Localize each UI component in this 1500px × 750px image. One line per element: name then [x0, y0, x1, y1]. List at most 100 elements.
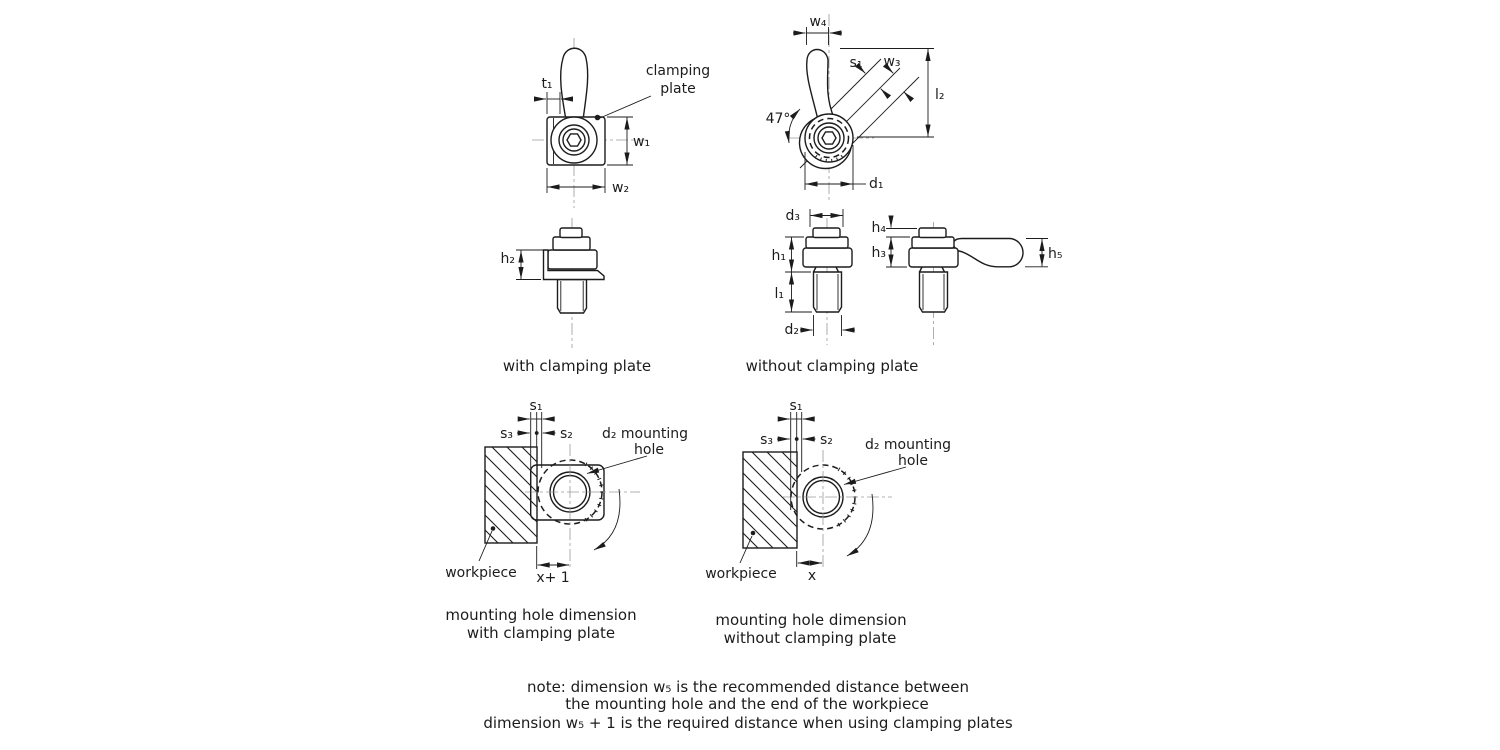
caption-hole-with-plate-line2: with clamping plate — [467, 624, 615, 642]
dim-l1: l₁ — [774, 272, 812, 313]
dim-s3-s2: s₃ s₂ — [500, 426, 573, 442]
workpiece-outline — [484, 446, 538, 544]
caption-hole-with-plate-line1: mounting hole dimension — [445, 606, 636, 624]
dim-w1: w₁ — [607, 116, 650, 166]
side-view-without-plate-stud: d₃ h₁ l₁ d₂ — [772, 208, 855, 345]
neck — [812, 266, 840, 273]
dim-label-l1: l₁ — [774, 286, 784, 302]
dim-h5: h₅ — [1025, 238, 1063, 268]
dim-label-w1: w₁ — [633, 134, 650, 150]
callout-dot — [750, 530, 756, 536]
workpiece-label: workpiece — [705, 566, 777, 582]
dim-label-w2: w₂ — [612, 180, 629, 196]
dim-h2: h₂ — [501, 249, 546, 280]
note-line1: note: dimension w₅ is the recommended di… — [527, 678, 969, 696]
dim-t1: t₁ — [534, 76, 573, 114]
dim-d2: d₂ — [785, 315, 855, 338]
dim-h4: h₄ — [872, 215, 917, 238]
clamping-plate-side — [542, 249, 605, 281]
cap-tier — [805, 236, 849, 249]
dim-label-d3: d₃ — [786, 208, 801, 224]
mounting-hole-without-plate: s₁ s₃ s₂ d₂ mounting hole workpiece x — [705, 398, 951, 584]
callout-hole: hole — [634, 442, 664, 458]
mounting-hole-callout: d₂ mounting hole — [843, 437, 951, 485]
caption-hole-without-plate-line1: mounting hole dimension — [715, 611, 906, 629]
lever-handle — [805, 48, 835, 121]
dim-x: x — [797, 560, 823, 584]
cap-tier — [552, 236, 591, 251]
callout-d2-mounting: d₂ mounting — [865, 437, 951, 453]
top-button — [918, 227, 947, 239]
dim-s1-diagonal: s₁ — [850, 55, 892, 100]
dim-d3: d₃ — [786, 208, 844, 227]
dim-label-s3: s₃ — [760, 432, 773, 448]
note-line2: the mounting hole and the end of the wor… — [565, 695, 929, 713]
dim-label-d1: d₁ — [869, 176, 884, 192]
dim-w4: w₄ — [793, 14, 842, 45]
dim-s1: s₁ — [517, 398, 555, 422]
dim-label-w4: w₄ — [809, 14, 826, 30]
dim-l2: l₂ — [840, 48, 945, 138]
callout-d2-mounting: d₂ mounting — [602, 426, 688, 442]
swing-direction-arrow — [593, 488, 621, 551]
caption-without-clamping-plate: without clamping plate — [746, 357, 919, 375]
dim-angle-47: 47° — [766, 108, 801, 144]
dim-label-s1: s₁ — [850, 55, 863, 71]
threaded-stud — [812, 271, 843, 313]
top-button — [812, 227, 841, 239]
callout-dot — [490, 526, 496, 531]
side-view-without-plate-lever: h₄ h₃ h₅ — [872, 215, 1063, 345]
lever-body-side — [547, 249, 598, 270]
note-line3: dimension w₅ + 1 is the required distanc… — [483, 714, 1013, 732]
caption-hole-without-plate-line2: without clamping plate — [724, 629, 897, 647]
dim-h1: h₁ — [772, 236, 811, 273]
side-view-with-clamping-plate: h₂ — [501, 218, 605, 348]
workpiece-callout: workpiece — [445, 526, 517, 581]
neck — [918, 266, 946, 273]
dim-label-d2: d₂ — [785, 322, 800, 338]
serration-ticks — [814, 154, 844, 163]
dim-h3: h₃ — [872, 237, 907, 268]
cap-tier — [911, 236, 955, 249]
dim-label-x: x — [808, 568, 816, 584]
dim-label-s1: s₁ — [530, 398, 543, 414]
dim-label-s1: s₁ — [790, 398, 803, 414]
callout-hole: hole — [898, 453, 928, 469]
dim-s1: s₁ — [777, 398, 815, 422]
note-block: note: dimension w₅ is the recommended di… — [483, 678, 1013, 732]
dim-label-s2: s₂ — [560, 426, 573, 442]
dim-label-angle: 47° — [766, 111, 791, 127]
workpiece-callout: workpiece — [705, 530, 777, 582]
dim-d1: d₁ — [804, 145, 884, 192]
front-view-with-clamping-plate: t₁ w₁ w₂ clamping plate — [532, 38, 710, 208]
mounting-hole-with-plate: s₁ s₃ s₂ d₂ mounting hole workpiece x+ 1 — [445, 398, 688, 586]
lever-body-side — [908, 247, 959, 268]
top-button — [559, 227, 583, 239]
lever-handle-flat — [952, 237, 1024, 268]
callout-clamping: clamping — [646, 63, 710, 79]
dim-label-h5: h₅ — [1048, 246, 1063, 262]
lever-handle — [559, 47, 589, 121]
hex-socket — [566, 133, 582, 147]
clamping-plate-callout: clamping plate — [594, 63, 710, 121]
dim-label-h3: h₃ — [872, 245, 887, 261]
dim-label-w3: w₃ — [883, 54, 900, 70]
dim-label-s2: s₂ — [820, 432, 833, 448]
dim-label-h4: h₄ — [872, 220, 887, 236]
callout-plate: plate — [660, 81, 695, 97]
callout-dot — [594, 114, 601, 121]
threaded-stud — [556, 278, 588, 314]
dim-x-plus-1: x+ 1 — [536, 562, 570, 586]
dim-s3-s2: s₃ s₂ — [760, 432, 833, 448]
dim-label-t1: t₁ — [541, 76, 552, 92]
front-view-without-clamping-plate: w₄ s₁ w₃ l₂ 47° d₁ — [766, 14, 945, 202]
threaded-stud — [918, 271, 949, 313]
dim-w3-diagonal: w₃ — [882, 54, 915, 103]
workpiece-outline — [742, 451, 798, 549]
dim-label-h1: h₁ — [772, 248, 787, 264]
dim-label-l2: l₂ — [935, 87, 945, 103]
dim-label-s3: s₃ — [500, 426, 513, 442]
dim-w2: w₂ — [546, 168, 629, 196]
